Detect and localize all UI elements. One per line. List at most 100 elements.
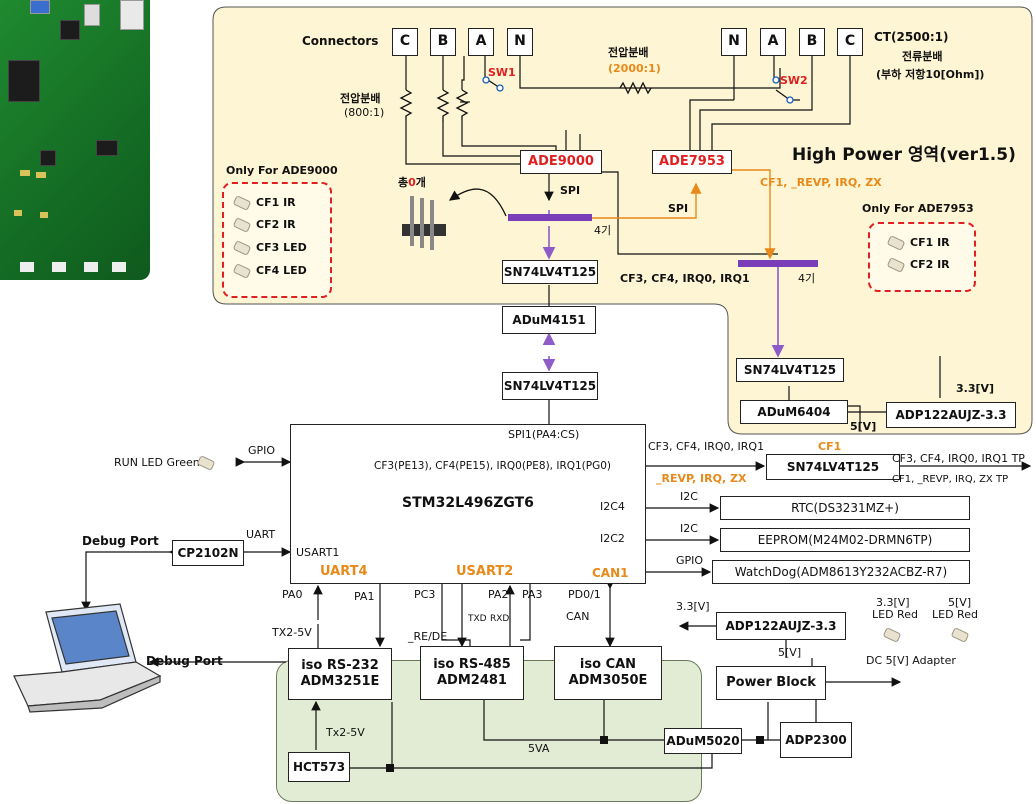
can-label: CAN bbox=[566, 610, 590, 623]
5va-label: 5VA bbox=[528, 742, 550, 755]
stm-cf-row: CF3(PE13), CF4(PE15), IRQ0(PE8), IRQ1(PG… bbox=[374, 460, 612, 472]
adum4151: ADuM4151 bbox=[502, 306, 596, 334]
pa3-label: PA3 bbox=[522, 588, 543, 601]
connectors-label: Connectors bbox=[302, 34, 379, 48]
stm32-label: STM32L496ZGT6 bbox=[402, 495, 534, 512]
uart4-label: UART4 bbox=[320, 564, 368, 579]
spi1-label: SPI1(PA4:CS) bbox=[508, 428, 580, 441]
divider-mid-2: (2000:1) bbox=[608, 62, 661, 75]
i2c4-label: I2C4 bbox=[600, 500, 625, 513]
v33-top-label: 3.3[V] bbox=[956, 382, 995, 395]
tx25-label: TX2-5V bbox=[272, 626, 312, 639]
led-icon bbox=[232, 239, 252, 256]
txd-label: TXD bbox=[468, 614, 487, 624]
adum6404: ADuM6404 bbox=[740, 400, 848, 424]
led-icon bbox=[232, 194, 252, 211]
connector-a-right: A bbox=[760, 28, 786, 56]
connector-c-left: C bbox=[392, 28, 418, 56]
tp-label-1: CF3, CF4, IRQ0, IRQ1 TP bbox=[892, 452, 1025, 465]
ade7953-chip: ADE7953 bbox=[652, 150, 732, 174]
connector-c-right: C bbox=[837, 28, 863, 56]
rtc-box: RTC(DS3231MZ+) bbox=[720, 496, 970, 520]
connector-b-left: B bbox=[430, 28, 456, 56]
debug-port-1: Debug Port bbox=[82, 534, 159, 548]
pa1-label: PA1 bbox=[354, 590, 375, 603]
pc3-label: PC3 bbox=[414, 588, 436, 601]
watchdog-box: WatchDog(ADM8613Y232ACBZ-R7) bbox=[712, 560, 970, 584]
ade7953-only-title: Only For ADE7953 bbox=[862, 202, 974, 215]
pd01-label: PD0/1 bbox=[568, 588, 601, 601]
cf-bus-bar bbox=[738, 260, 818, 267]
adp122-top: ADP122AUJZ-3.3 bbox=[886, 402, 1016, 428]
i2c-b-label: I2C bbox=[680, 522, 698, 535]
sn74-cf: SN74LV4T125 bbox=[766, 454, 900, 480]
header-count-label: 총0개 bbox=[398, 176, 426, 189]
power-block: Power Block bbox=[716, 666, 826, 700]
run-led-label: RUN LED Green bbox=[114, 456, 200, 469]
ct-label-3: (부하 저항10[Ohm]) bbox=[876, 68, 985, 81]
ade9000-led-3: CF3 LED bbox=[232, 239, 307, 256]
gpio-right-label: GPIO bbox=[676, 554, 704, 567]
cf-mid-label: CF3, CF4, IRQ0, IRQ1 bbox=[648, 440, 765, 453]
sn74-top: SN74LV4T125 bbox=[502, 260, 598, 284]
pin-header-icon bbox=[402, 196, 446, 250]
spi-label-1: SPI bbox=[560, 184, 581, 197]
led-red2-label: LED Red bbox=[932, 608, 978, 621]
tx25b-label: Tx2-5V bbox=[326, 726, 365, 739]
ct-label-2: 전류분배 bbox=[902, 50, 943, 63]
ade9000-led-4: CF4 LED bbox=[232, 262, 307, 279]
cf-signals-low: CF3, CF4, IRQ0, IRQ1 bbox=[620, 272, 750, 285]
ade9000-led-1: CF1 IR bbox=[232, 194, 296, 211]
pcb-photo bbox=[0, 0, 150, 280]
led-icon bbox=[232, 216, 252, 233]
high-power-region bbox=[212, 6, 1033, 435]
gpio-left-label: GPIO bbox=[248, 444, 276, 457]
can1-label: CAN1 bbox=[592, 566, 629, 580]
divider-left-2: (800:1) bbox=[344, 106, 385, 119]
cf1-orange: CF1 bbox=[818, 440, 842, 453]
divider-left-1: 전압분배 bbox=[340, 92, 381, 105]
adp2300: ADP2300 bbox=[780, 722, 852, 758]
stm32-mcu: STM32L496ZGT6 bbox=[290, 424, 646, 584]
v5-bottom-label: 5[V] bbox=[778, 646, 802, 659]
dc-adapter-label: DC 5[V] Adapter bbox=[866, 654, 956, 667]
uart-label: UART bbox=[246, 528, 276, 541]
sn74-right: SN74LV4T125 bbox=[736, 358, 844, 382]
connector-a-left: A bbox=[468, 28, 494, 56]
ade7953-led-2: CF2 IR bbox=[886, 256, 950, 273]
led-icon bbox=[886, 256, 906, 273]
rxd-label: RXD bbox=[490, 614, 510, 624]
divider-mid-1: 전압분배 bbox=[608, 46, 649, 59]
led-red1-v: 3.3[V] bbox=[876, 596, 910, 609]
cp2102n: CP2102N bbox=[172, 540, 244, 566]
usart1-label: USART1 bbox=[296, 546, 340, 559]
debug-port-2: Debug Port bbox=[146, 654, 223, 668]
v5-top-label: 5[V] bbox=[850, 420, 877, 433]
switch-sw1-label: SW1 bbox=[488, 66, 516, 79]
ade9000-chip: ADE9000 bbox=[520, 150, 602, 174]
bus-count-1: 4기 bbox=[594, 224, 612, 237]
pa0-label: PA0 bbox=[282, 588, 303, 601]
spi-bus-bar bbox=[508, 214, 592, 221]
led-icon bbox=[232, 262, 252, 279]
i2c2-label: I2C2 bbox=[600, 532, 625, 545]
eeprom-box: EEPROM(M24M02-DRMN6TP) bbox=[720, 528, 970, 552]
led-red2-v: 5[V] bbox=[948, 596, 972, 609]
led-icon bbox=[886, 234, 906, 251]
spi-label-2: SPI bbox=[668, 202, 689, 215]
ade9000-only-title: Only For ADE9000 bbox=[226, 164, 338, 177]
rede-label: _RE/DE bbox=[408, 630, 448, 643]
switch-sw2-label: SW2 bbox=[780, 74, 808, 87]
adum5020: ADuM5020 bbox=[664, 728, 742, 754]
adp122-bottom: ADP122AUJZ-3.3 bbox=[716, 612, 846, 640]
ade7953-only-box bbox=[868, 222, 976, 292]
bus-count-2: 4기 bbox=[798, 272, 816, 285]
led-red1-label: LED Red bbox=[872, 608, 918, 621]
pa2-label: PA2 bbox=[488, 588, 509, 601]
ade9000-led-2: CF2 IR bbox=[232, 216, 296, 233]
revp-orange: _REVP, IRQ, ZX bbox=[656, 472, 747, 485]
ade7953-led-1: CF1 IR bbox=[886, 234, 950, 251]
usart2-label: USART2 bbox=[456, 564, 514, 579]
